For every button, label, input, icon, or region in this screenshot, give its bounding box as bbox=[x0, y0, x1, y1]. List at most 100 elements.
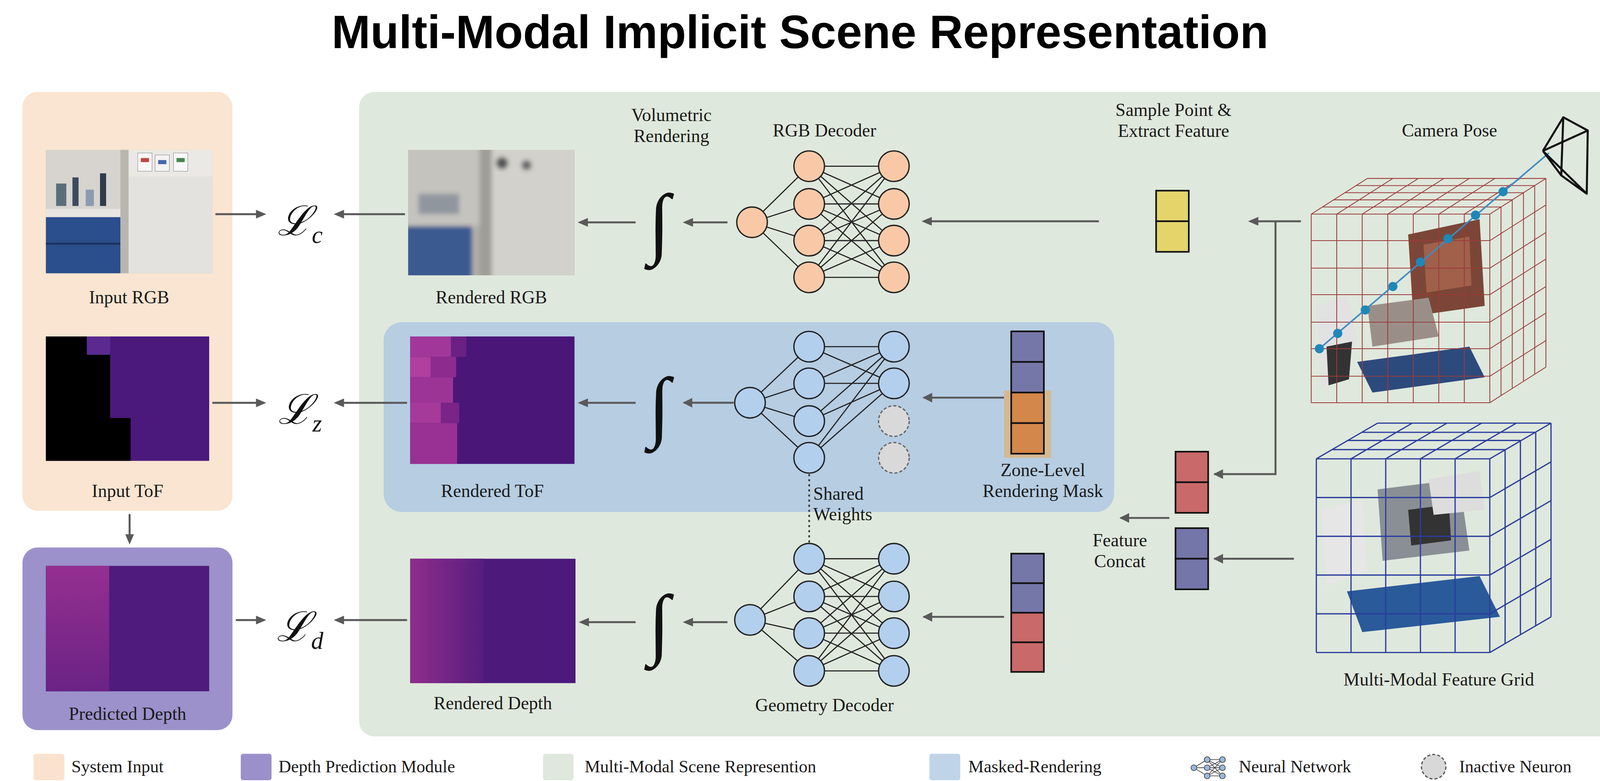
legend-text: Depth Prediction Module bbox=[278, 757, 456, 778]
geometry-input-vector bbox=[1011, 612, 1044, 643]
flow-arrows bbox=[923, 397, 1005, 400]
annotation-label: Volumetric Rendering bbox=[615, 104, 728, 147]
geometry-decoder-network bbox=[734, 543, 910, 687]
arrow-line bbox=[929, 220, 1099, 223]
input-rgb-image bbox=[120, 149, 129, 274]
rgb-decoder-network bbox=[751, 166, 894, 278]
rendered-tof-image bbox=[410, 402, 441, 424]
component-label: Rendered ToF bbox=[410, 481, 575, 503]
arrow-line bbox=[690, 621, 728, 624]
rendered-rgb-image bbox=[521, 160, 532, 171]
legend-network-icon bbox=[1191, 756, 1226, 780]
geometry-input-vector bbox=[1011, 554, 1044, 673]
legend-text: Neural Network bbox=[1238, 757, 1352, 778]
flow-arrow bbox=[577, 398, 636, 408]
camera-grid-cube bbox=[1319, 153, 1550, 349]
component-label: Input ToF bbox=[45, 481, 210, 503]
zone-mask-vector bbox=[1004, 331, 1052, 459]
flow-arrow bbox=[1247, 217, 1301, 226]
legend-text: Masked-Rendering bbox=[968, 757, 1102, 778]
arrow-line bbox=[690, 221, 728, 224]
rendered-rgb-image bbox=[418, 193, 460, 215]
tof-decoder-network bbox=[749, 346, 894, 459]
legend-network-icon bbox=[1219, 773, 1226, 780]
arrow-line bbox=[585, 221, 636, 224]
blue-feature-vector bbox=[1175, 559, 1209, 591]
loss-symbol: ℒ bbox=[278, 389, 313, 431]
geometry-decoder-network bbox=[793, 655, 825, 687]
integral-sign: ∫ bbox=[648, 584, 671, 664]
sample-feature-vector bbox=[1155, 221, 1189, 253]
arrow-line bbox=[128, 514, 131, 537]
rendered-tof-image bbox=[430, 357, 457, 378]
flow-arrow bbox=[212, 398, 267, 408]
arrow-line bbox=[341, 402, 408, 405]
flow-arrow bbox=[333, 616, 408, 625]
feature-grid-cube bbox=[1321, 500, 1368, 587]
arrowhead bbox=[577, 218, 589, 227]
rendered-rgb-image bbox=[496, 157, 509, 170]
input-rgb-image bbox=[56, 183, 67, 207]
camera-grid-cube bbox=[1333, 329, 1343, 339]
flow-arrow bbox=[125, 514, 134, 545]
component-label: Predicted Depth bbox=[22, 704, 233, 726]
input-rgb-image bbox=[45, 149, 121, 212]
camera-grid-cube bbox=[1357, 346, 1485, 393]
integral-sign: ∫ bbox=[648, 183, 671, 263]
zone-mask-vector bbox=[1011, 331, 1044, 454]
flow-arrow bbox=[682, 218, 728, 227]
arrow-line bbox=[212, 402, 259, 405]
arrow-line bbox=[215, 213, 259, 216]
predicted-depth-image bbox=[45, 566, 109, 692]
flow-arrow bbox=[921, 217, 1099, 226]
input-rgb-image bbox=[45, 217, 123, 274]
loss-term: ℒd bbox=[269, 587, 331, 654]
tof-decoder-network bbox=[734, 331, 910, 474]
feature-grid-cube bbox=[1428, 471, 1485, 516]
camera-grid-cube bbox=[1314, 344, 1324, 354]
volumetric-integral: ∫ bbox=[638, 352, 680, 461]
flow-arrow bbox=[235, 616, 267, 625]
input-rgb-image bbox=[45, 209, 123, 218]
rendered-tof-image bbox=[410, 377, 454, 403]
annotation-label: Feature Concat bbox=[1071, 530, 1169, 573]
input-rgb-image bbox=[45, 149, 212, 274]
rendered-rgb-image bbox=[479, 149, 492, 276]
camera-grid-cube bbox=[1542, 117, 1588, 194]
component-label: Zone-Level Rendering Mask bbox=[975, 460, 1111, 503]
geometry-input-vector bbox=[1011, 554, 1044, 584]
geometry-decoder-network bbox=[878, 581, 910, 613]
flow-arrows bbox=[1214, 558, 1295, 561]
rendered-tof-image bbox=[410, 336, 575, 465]
geometry-decoder-network bbox=[734, 605, 766, 636]
geometry-input-vector bbox=[1011, 583, 1044, 614]
flow-arrows bbox=[683, 402, 734, 405]
zone-mask-vector bbox=[1011, 423, 1044, 455]
predicted-depth-image bbox=[45, 566, 210, 692]
zone-mask-vector bbox=[1011, 392, 1044, 424]
component-label: Input RGB bbox=[45, 287, 212, 309]
loss-symbol: ℒ bbox=[277, 200, 312, 242]
component-label: Geometry Decoder bbox=[730, 695, 919, 717]
camera-grid-cube bbox=[1388, 282, 1398, 292]
legend-network-icon bbox=[1191, 765, 1197, 771]
legend-text: System Input bbox=[71, 757, 164, 778]
feature-grid-cube bbox=[1347, 576, 1501, 633]
rendered-rgb-image bbox=[479, 149, 575, 276]
rendered-tof-image bbox=[451, 336, 467, 358]
tof-decoder-network bbox=[793, 331, 825, 363]
arrowhead bbox=[256, 209, 267, 219]
component-label: Sample Point & Extract Feature bbox=[1101, 99, 1245, 142]
loss-term: ℒc bbox=[269, 181, 331, 248]
camera-grid-cube bbox=[1415, 257, 1425, 267]
tof-decoder-network bbox=[878, 406, 910, 474]
flow-arrow bbox=[578, 618, 636, 627]
legend-swatch bbox=[240, 754, 272, 781]
legend-network-icon bbox=[1204, 773, 1210, 780]
input-rgb-image bbox=[99, 173, 107, 207]
feature-grid-cube bbox=[1316, 423, 1552, 654]
flow-arrows bbox=[683, 221, 1294, 618]
flow-arrow bbox=[577, 218, 636, 227]
legend-network-icon bbox=[1219, 765, 1226, 771]
